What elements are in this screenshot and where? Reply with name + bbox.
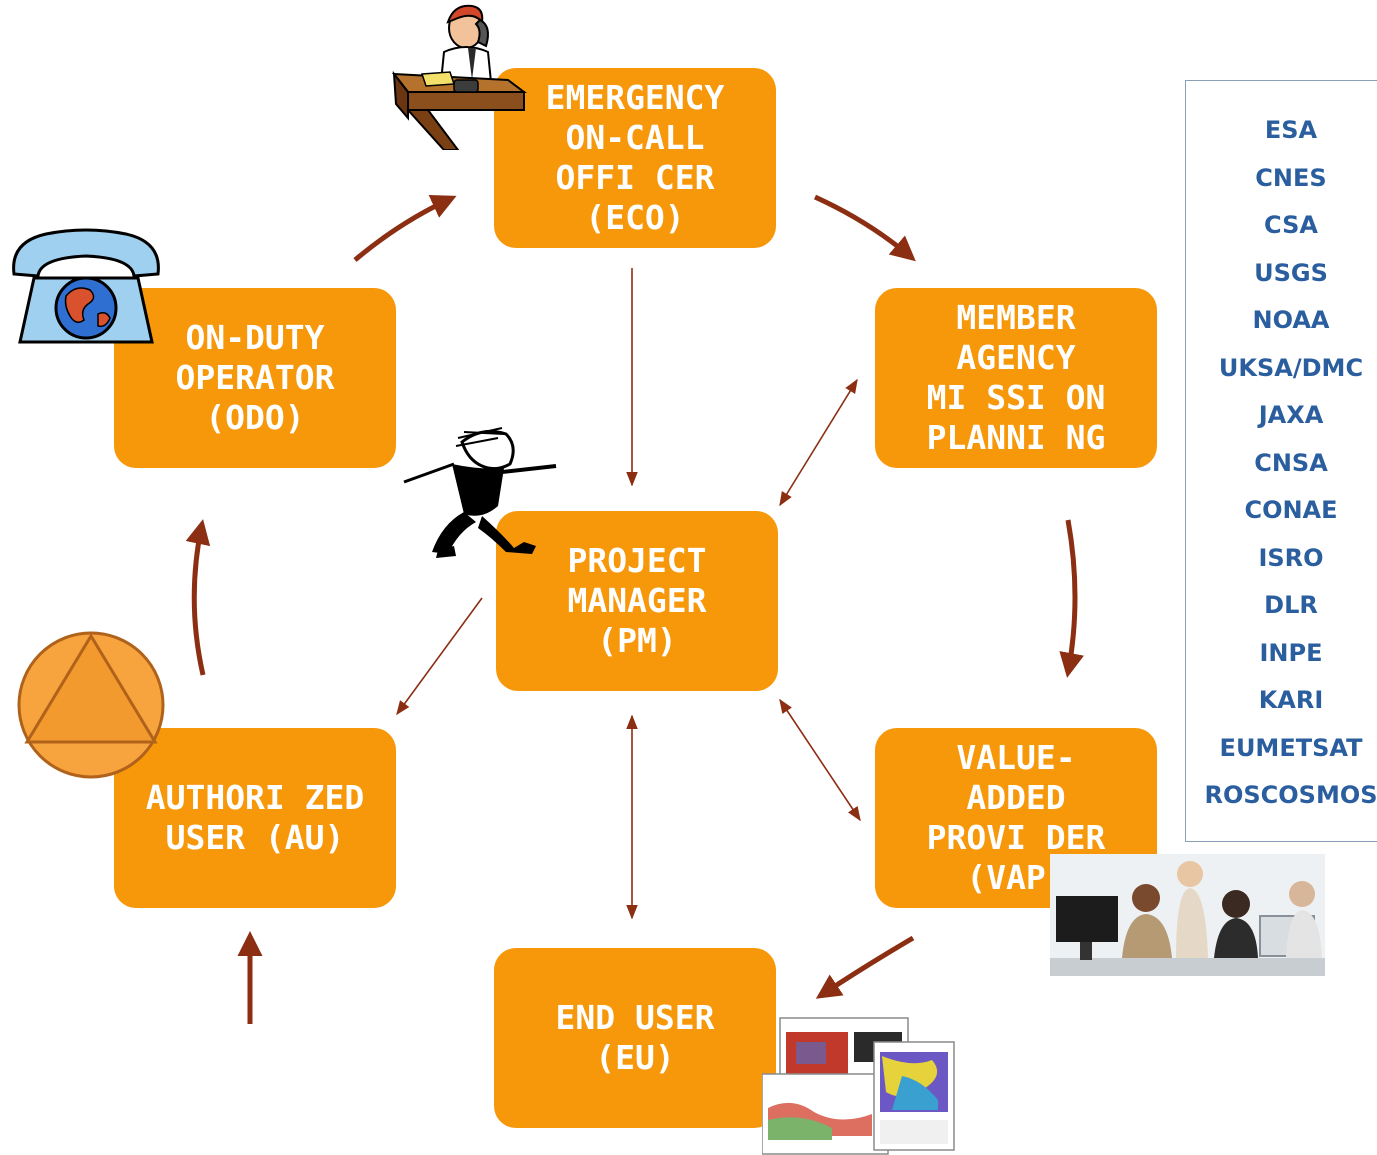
desk-phone-person-icon — [391, 4, 527, 150]
arrow-map-to-vap — [1059, 519, 1084, 678]
node-map-label: MEMBER AGENCY MI SSI ON PLANNI NG — [926, 298, 1106, 457]
node-eu: END USER (EU) — [494, 948, 776, 1128]
node-vap-label: VALUE- ADDED PROVI DER (VAP) — [926, 738, 1106, 897]
agency-list: ESA CNES CSA USGS NOAA UKSA/DMC JAXA CNS… — [1186, 115, 1377, 828]
arrow-pm-vap — [779, 698, 861, 822]
node-pm: PROJECT MANAGER (PM) — [496, 511, 778, 691]
node-map: MEMBER AGENCY MI SSI ON PLANNI NG — [875, 288, 1157, 468]
triangle-emblem-icon — [17, 631, 165, 779]
arrow-pm-map — [779, 378, 858, 507]
agency-item: ROSCOSMOS — [1204, 781, 1377, 809]
agency-item: CNES — [1255, 163, 1327, 192]
arrow-eco-to-map — [813, 194, 916, 262]
arrow-pm-to-au — [396, 597, 483, 716]
agency-item: NOAA — [1252, 306, 1330, 334]
agency-item: EUMETSAT — [1219, 733, 1363, 762]
arrow-vap-to-eu — [815, 935, 915, 999]
agency-item: CNSA — [1254, 448, 1328, 477]
map-documents-icon — [762, 1017, 955, 1155]
meeting-people-icon — [1050, 854, 1325, 976]
node-au: AUTHORI ZED USER (AU) — [114, 728, 396, 908]
globe-telephone-icon — [12, 228, 160, 344]
agency-item: UKSA/DMC — [1218, 353, 1364, 382]
agency-item: JAXA — [1258, 401, 1324, 429]
node-odo: ON-DUTY OPERATOR (ODO) — [114, 288, 396, 468]
arrow-odo-to-eco — [353, 195, 457, 262]
agency-item: KARI — [1258, 686, 1324, 714]
agency-item: ISRO — [1258, 543, 1324, 572]
agency-panel: ESA CNES CSA USGS NOAA UKSA/DMC JAXA CNS… — [1185, 80, 1377, 842]
agency-item: CSA — [1264, 211, 1318, 239]
arrow-au-to-odo — [185, 519, 211, 676]
conductor-icon — [403, 427, 557, 558]
node-eco-label: EMERGENCY ON-CALL OFFI CER (ECO) — [545, 78, 725, 237]
agency-item: ESA — [1264, 116, 1318, 144]
agency-item: CONAE — [1244, 496, 1338, 524]
node-pm-label: PROJECT MANAGER (PM) — [567, 541, 707, 660]
node-eu-label: END USER (EU) — [555, 998, 715, 1077]
agency-item: DLR — [1264, 591, 1318, 619]
node-eco: EMERGENCY ON-CALL OFFI CER (ECO) — [494, 68, 776, 248]
agency-item: INPE — [1259, 638, 1323, 667]
node-au-label: AUTHORI ZED USER (AU) — [145, 778, 365, 857]
node-odo-label: ON-DUTY OPERATOR (ODO) — [175, 318, 335, 437]
agency-item: USGS — [1254, 258, 1328, 287]
